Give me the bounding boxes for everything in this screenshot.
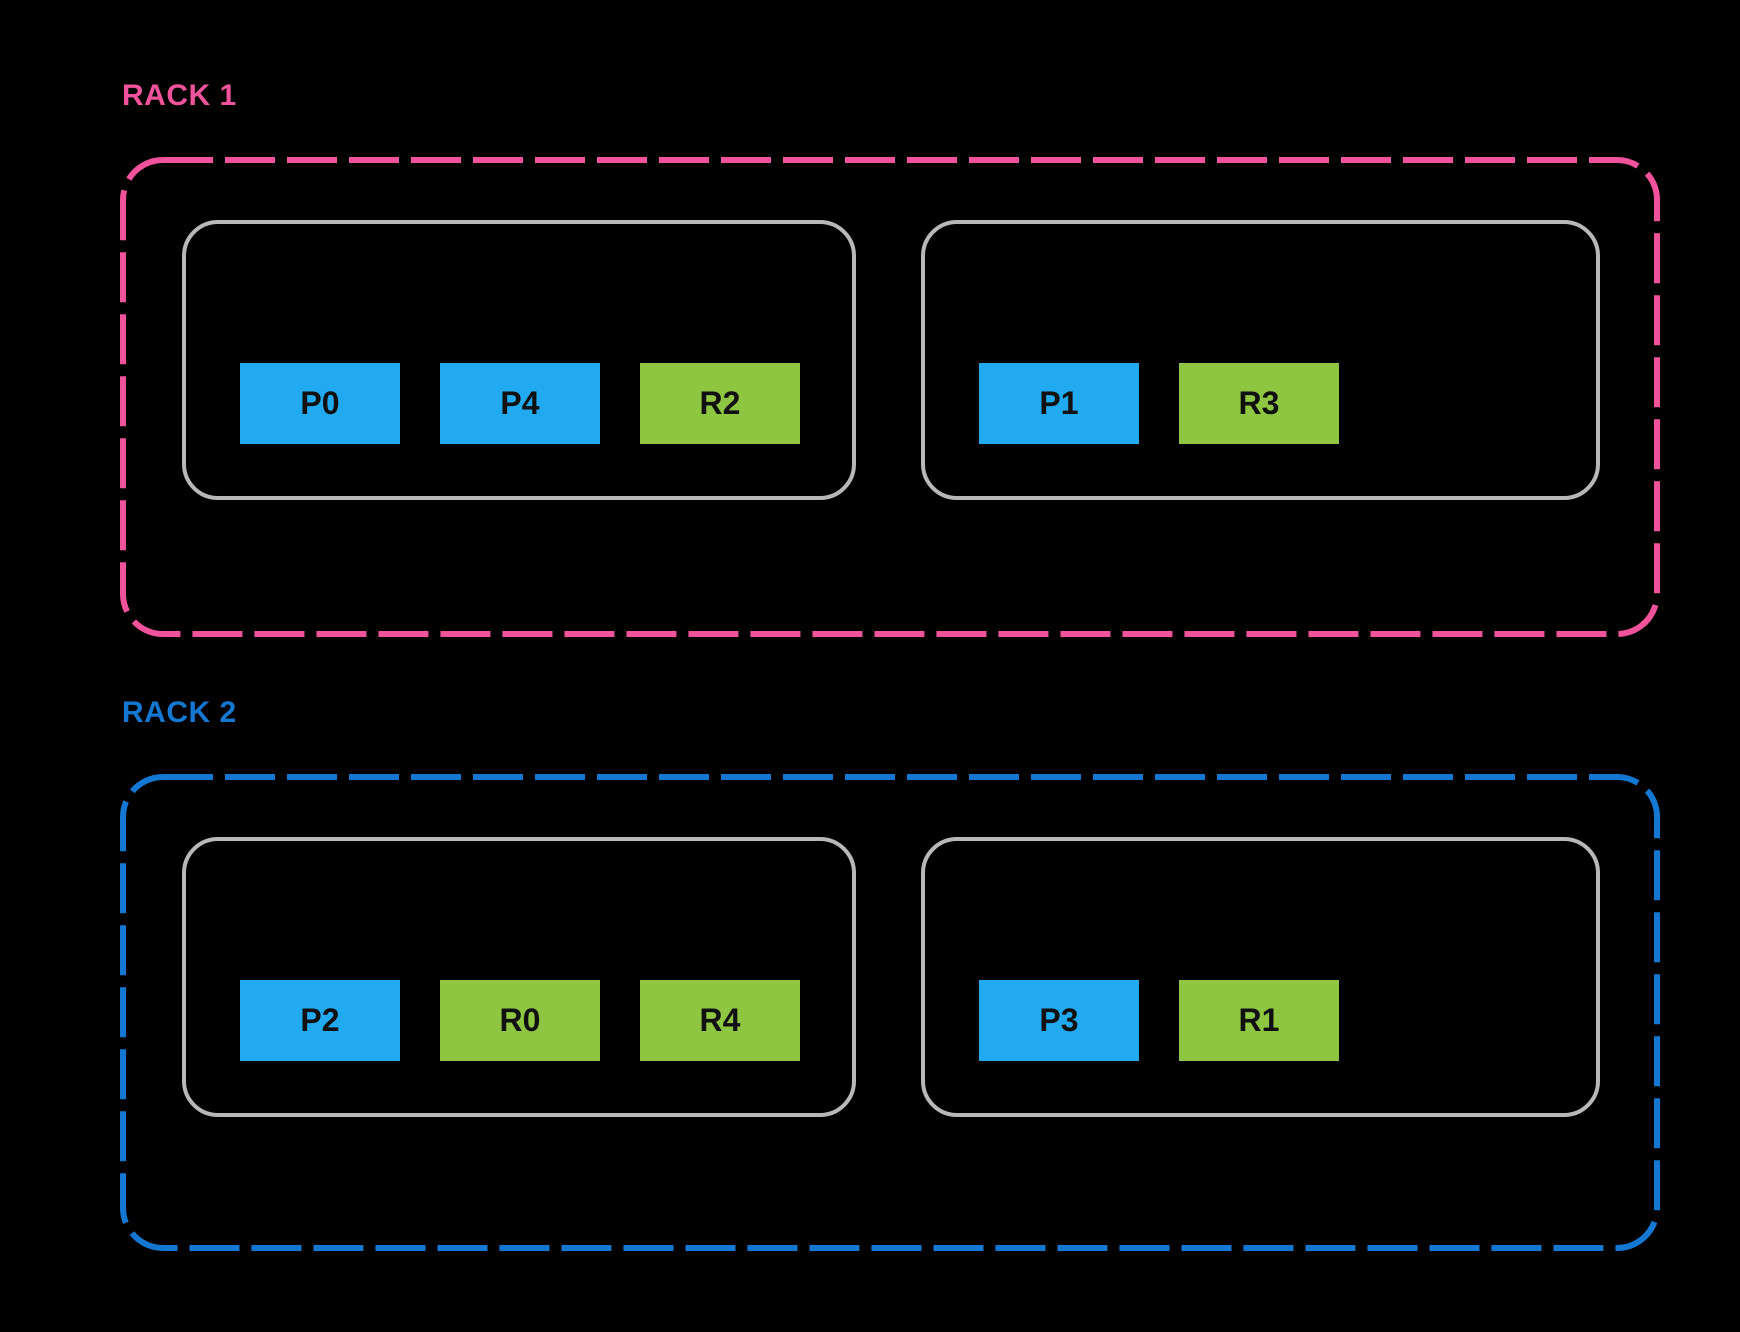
partition-block-p1: P1 (979, 363, 1139, 444)
partition-block-p4: P4 (440, 363, 600, 444)
partition-block-p0: P0 (240, 363, 400, 444)
replica-block-r0: R0 (440, 980, 600, 1061)
rack-1-node-2: P1 R3 (921, 220, 1600, 500)
rack-2-node-1: P2 R0 R4 (182, 837, 856, 1117)
replica-block-r4: R4 (640, 980, 800, 1061)
block-label: R3 (1238, 385, 1280, 421)
rack-1-node-1: P0 P4 R2 (182, 220, 856, 500)
rack-2-dashed-boundary (120, 774, 1660, 1251)
block-label: P3 (1039, 1002, 1079, 1038)
rack-2-node-2: P3 R1 (921, 837, 1600, 1117)
block-label: R4 (699, 1002, 741, 1038)
replica-block-r1: R1 (1179, 980, 1339, 1061)
block-label: P2 (300, 1002, 340, 1038)
rack-1-dashed-boundary (120, 157, 1660, 637)
block-label: P4 (500, 385, 540, 421)
block-label: R2 (699, 385, 741, 421)
replica-block-r3: R3 (1179, 363, 1339, 444)
partition-block-p3: P3 (979, 980, 1139, 1061)
partition-block-p2: P2 (240, 980, 400, 1061)
rack-2-label: RACK 2 (122, 696, 237, 729)
rack-2-dashed-rect (120, 774, 1660, 1251)
replica-block-r2: R2 (640, 363, 800, 444)
block-label: P1 (1039, 385, 1079, 421)
rack-1-dashed-rect (120, 157, 1660, 637)
block-label: R0 (499, 1002, 541, 1038)
block-label: R1 (1238, 1002, 1280, 1038)
rack-1-label: RACK 1 (122, 79, 237, 112)
block-label: P0 (300, 385, 340, 421)
